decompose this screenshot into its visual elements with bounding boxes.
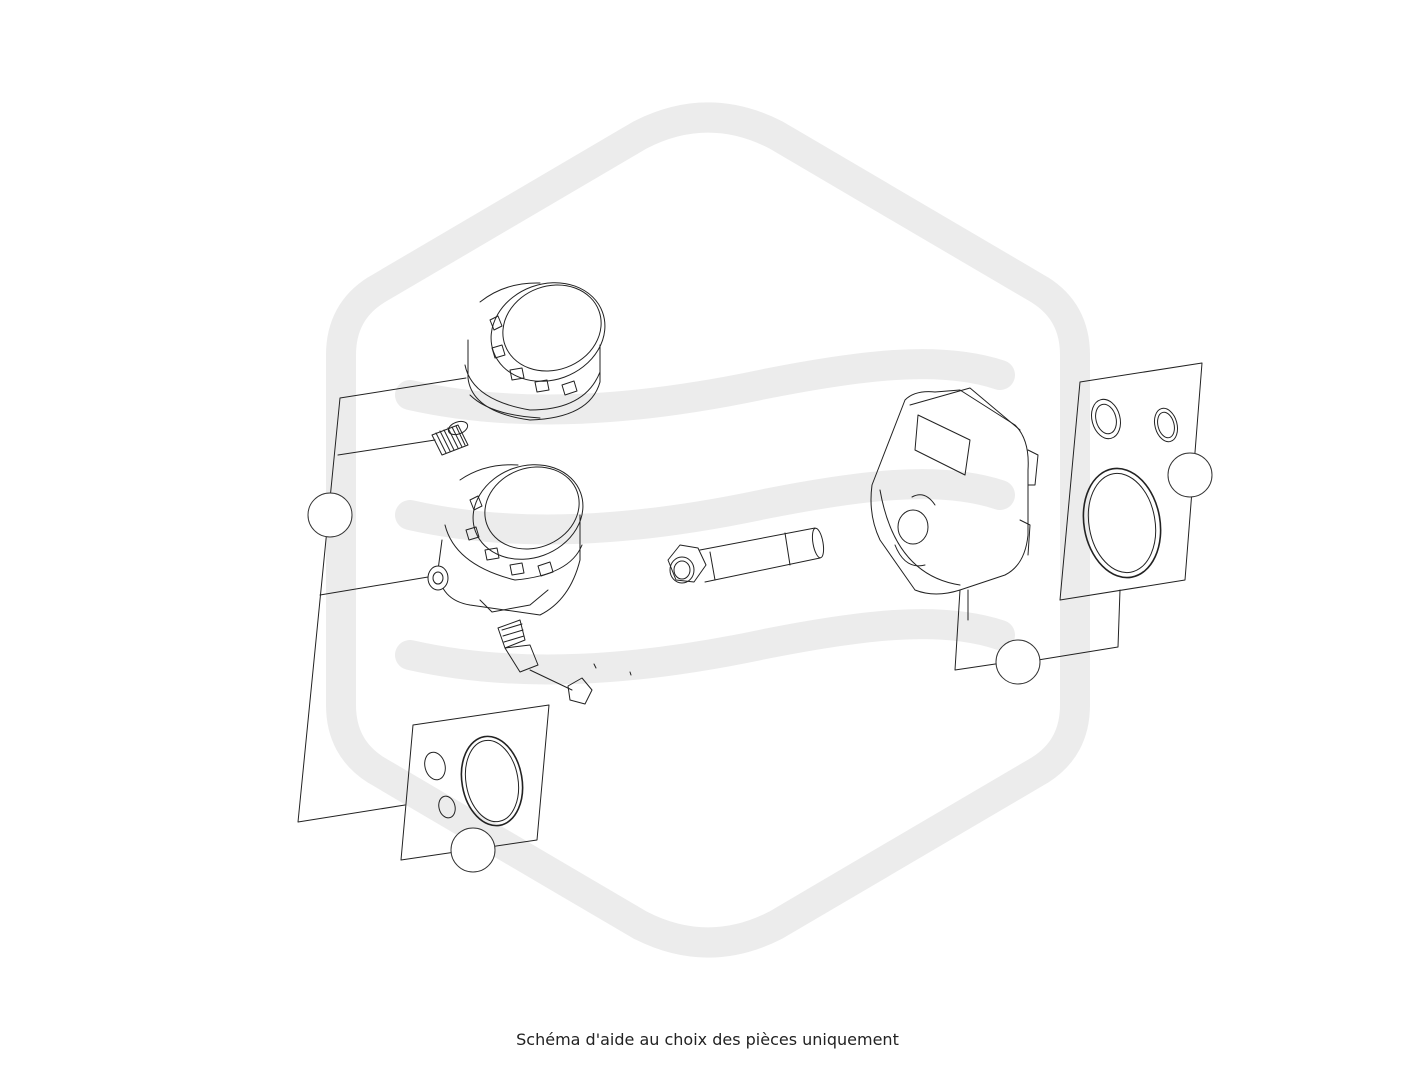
gasket-card-left [400, 704, 550, 861]
leader-lines-left [297, 377, 467, 823]
watermark-logo [326, 102, 1090, 958]
diagram-caption: Schéma d'aide au choix des pièces unique… [516, 1030, 899, 1049]
filter-cartridge-top [464, 282, 606, 421]
threaded-nipple [431, 420, 469, 456]
oil-cooler-body [870, 387, 1039, 621]
gasket-card-right [1059, 362, 1203, 601]
bolt-pipe [667, 527, 825, 584]
leader-lines-right [954, 589, 1121, 671]
callout-bottom-left[interactable] [450, 827, 496, 873]
pressure-fitting [497, 619, 632, 705]
callout-right[interactable] [1167, 452, 1213, 498]
callout-left[interactable] [307, 492, 353, 538]
filter-cartridge-bottom [427, 464, 584, 616]
callout-center-right[interactable] [995, 639, 1041, 685]
